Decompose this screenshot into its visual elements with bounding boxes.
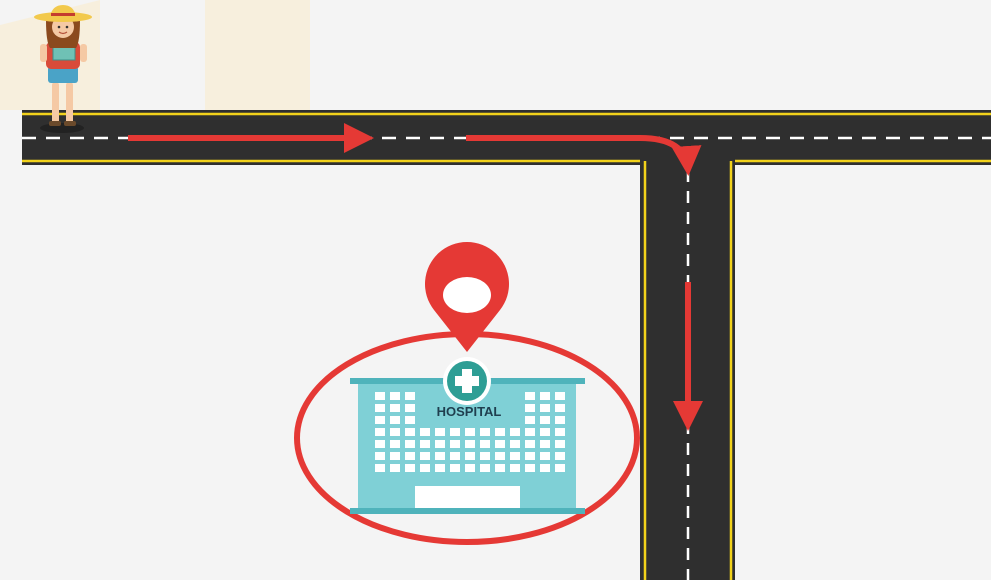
window <box>390 404 400 412</box>
window <box>405 428 415 436</box>
window <box>390 392 400 400</box>
window <box>375 440 385 448</box>
window <box>405 440 415 448</box>
window <box>420 464 430 472</box>
window <box>405 392 415 400</box>
window <box>525 464 535 472</box>
window <box>420 428 430 436</box>
medical-cross-icon <box>443 357 491 405</box>
window <box>555 464 565 472</box>
window <box>465 452 475 460</box>
window <box>390 440 400 448</box>
window <box>390 416 400 424</box>
window <box>510 428 520 436</box>
window <box>375 416 385 424</box>
window <box>555 416 565 424</box>
window <box>525 392 535 400</box>
window <box>555 452 565 460</box>
window <box>510 440 520 448</box>
window <box>555 440 565 448</box>
window <box>435 428 445 436</box>
window <box>540 404 550 412</box>
window <box>555 392 565 400</box>
window <box>480 440 490 448</box>
window <box>420 452 430 460</box>
window <box>540 452 550 460</box>
window <box>525 416 535 424</box>
window <box>555 428 565 436</box>
window <box>495 428 505 436</box>
window <box>540 416 550 424</box>
window <box>510 452 520 460</box>
window <box>405 416 415 424</box>
window <box>525 404 535 412</box>
window <box>390 464 400 472</box>
window <box>510 464 520 472</box>
window <box>555 404 565 412</box>
window <box>525 428 535 436</box>
window <box>480 452 490 460</box>
window <box>405 452 415 460</box>
window <box>435 464 445 472</box>
hospital-entrance <box>415 486 520 508</box>
light-beam-right <box>205 0 310 110</box>
window <box>525 452 535 460</box>
window <box>405 464 415 472</box>
window <box>450 440 460 448</box>
window <box>390 452 400 460</box>
window <box>405 404 415 412</box>
window <box>540 464 550 472</box>
window <box>540 428 550 436</box>
window <box>495 464 505 472</box>
window <box>375 404 385 412</box>
window <box>435 440 445 448</box>
window <box>465 440 475 448</box>
window <box>375 452 385 460</box>
window <box>450 452 460 460</box>
window <box>465 464 475 472</box>
window <box>375 464 385 472</box>
window <box>375 428 385 436</box>
window <box>450 428 460 436</box>
hospital-label: HOSPITAL <box>437 404 502 419</box>
window <box>375 392 385 400</box>
window <box>465 428 475 436</box>
window <box>540 440 550 448</box>
window <box>390 428 400 436</box>
window <box>495 440 505 448</box>
window <box>435 452 445 460</box>
window <box>480 428 490 436</box>
window <box>480 464 490 472</box>
window <box>495 452 505 460</box>
window <box>420 440 430 448</box>
window <box>525 440 535 448</box>
window <box>450 464 460 472</box>
window <box>540 392 550 400</box>
